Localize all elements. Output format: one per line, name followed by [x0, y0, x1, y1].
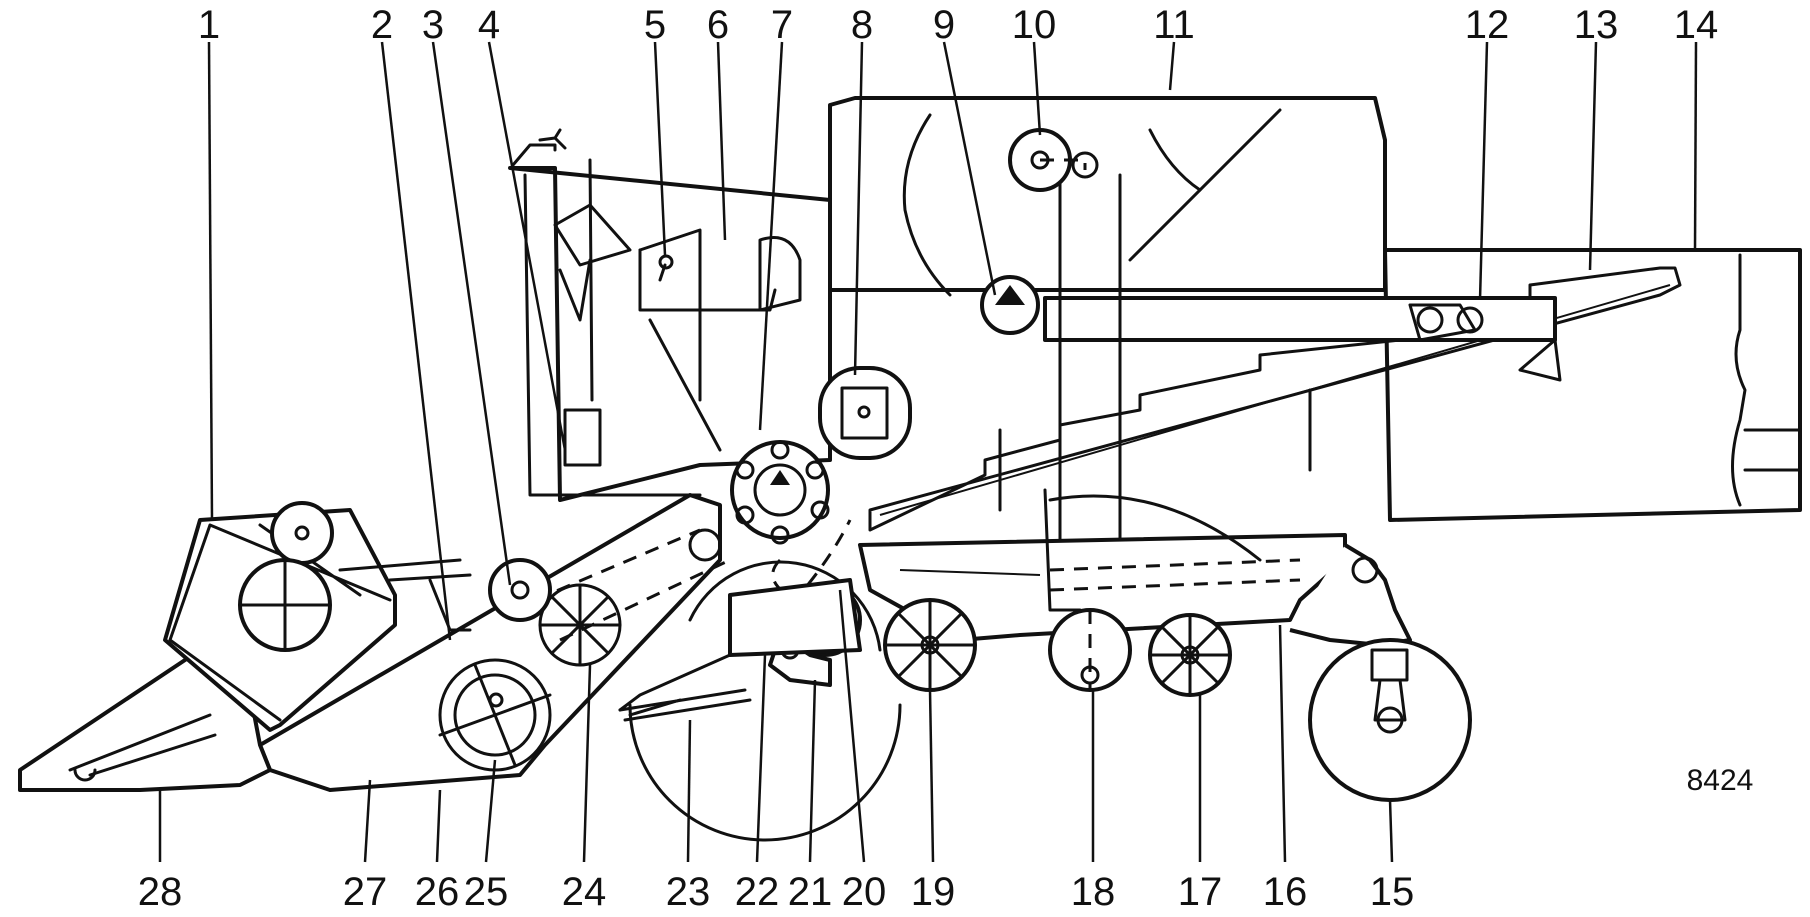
callout-7: 7	[771, 3, 793, 47]
callouts-top: 1 2 3 4 5 6 7 8 9 10 11 12 13 14	[198, 3, 1718, 47]
callout-28: 28	[138, 870, 183, 914]
callouts-bottom: 28 27 26 25 24 23 22 21 20 19 18 17 16 1…	[138, 870, 1415, 914]
callout-20: 20	[842, 870, 887, 914]
feeder-house	[258, 493, 731, 792]
callout-24: 24	[562, 870, 607, 914]
callout-6: 6	[707, 3, 729, 47]
callout-5: 5	[644, 3, 666, 47]
header-reel	[18, 501, 552, 792]
callout-12: 12	[1465, 3, 1510, 47]
threshing-cylinder	[618, 366, 912, 842]
callout-19: 19	[911, 870, 956, 914]
callout-26: 26	[415, 870, 460, 914]
rear-axle	[1289, 543, 1472, 802]
figure-number: 8424	[1687, 764, 1754, 797]
callout-22: 22	[735, 870, 780, 914]
callout-23: 23	[666, 870, 711, 914]
callout-27: 27	[343, 870, 388, 914]
callout-16: 16	[1263, 870, 1308, 914]
hydraulic-cylinder	[618, 688, 752, 722]
callout-11: 11	[1153, 3, 1195, 47]
callout-8: 8	[851, 3, 873, 47]
callout-10: 10	[1012, 3, 1057, 47]
cleaning-shoe	[858, 488, 1347, 642]
leader-lines	[158, 41, 1698, 863]
callout-4: 4	[478, 3, 500, 47]
straw-walkers	[868, 266, 1682, 532]
callout-15: 15	[1370, 870, 1415, 914]
callout-13: 13	[1574, 3, 1619, 47]
callout-3: 3	[422, 3, 444, 47]
callout-9: 9	[933, 3, 955, 47]
callout-21: 21	[788, 870, 833, 914]
operator-cab	[508, 128, 832, 502]
callout-18: 18	[1071, 870, 1116, 914]
straw-hood	[1383, 248, 1802, 522]
callout-25: 25	[464, 870, 509, 914]
callout-2: 2	[371, 3, 393, 47]
grain-tank	[828, 96, 1387, 297]
callout-17: 17	[1178, 870, 1223, 914]
callout-14: 14	[1674, 3, 1719, 47]
callout-1: 1	[198, 3, 220, 47]
